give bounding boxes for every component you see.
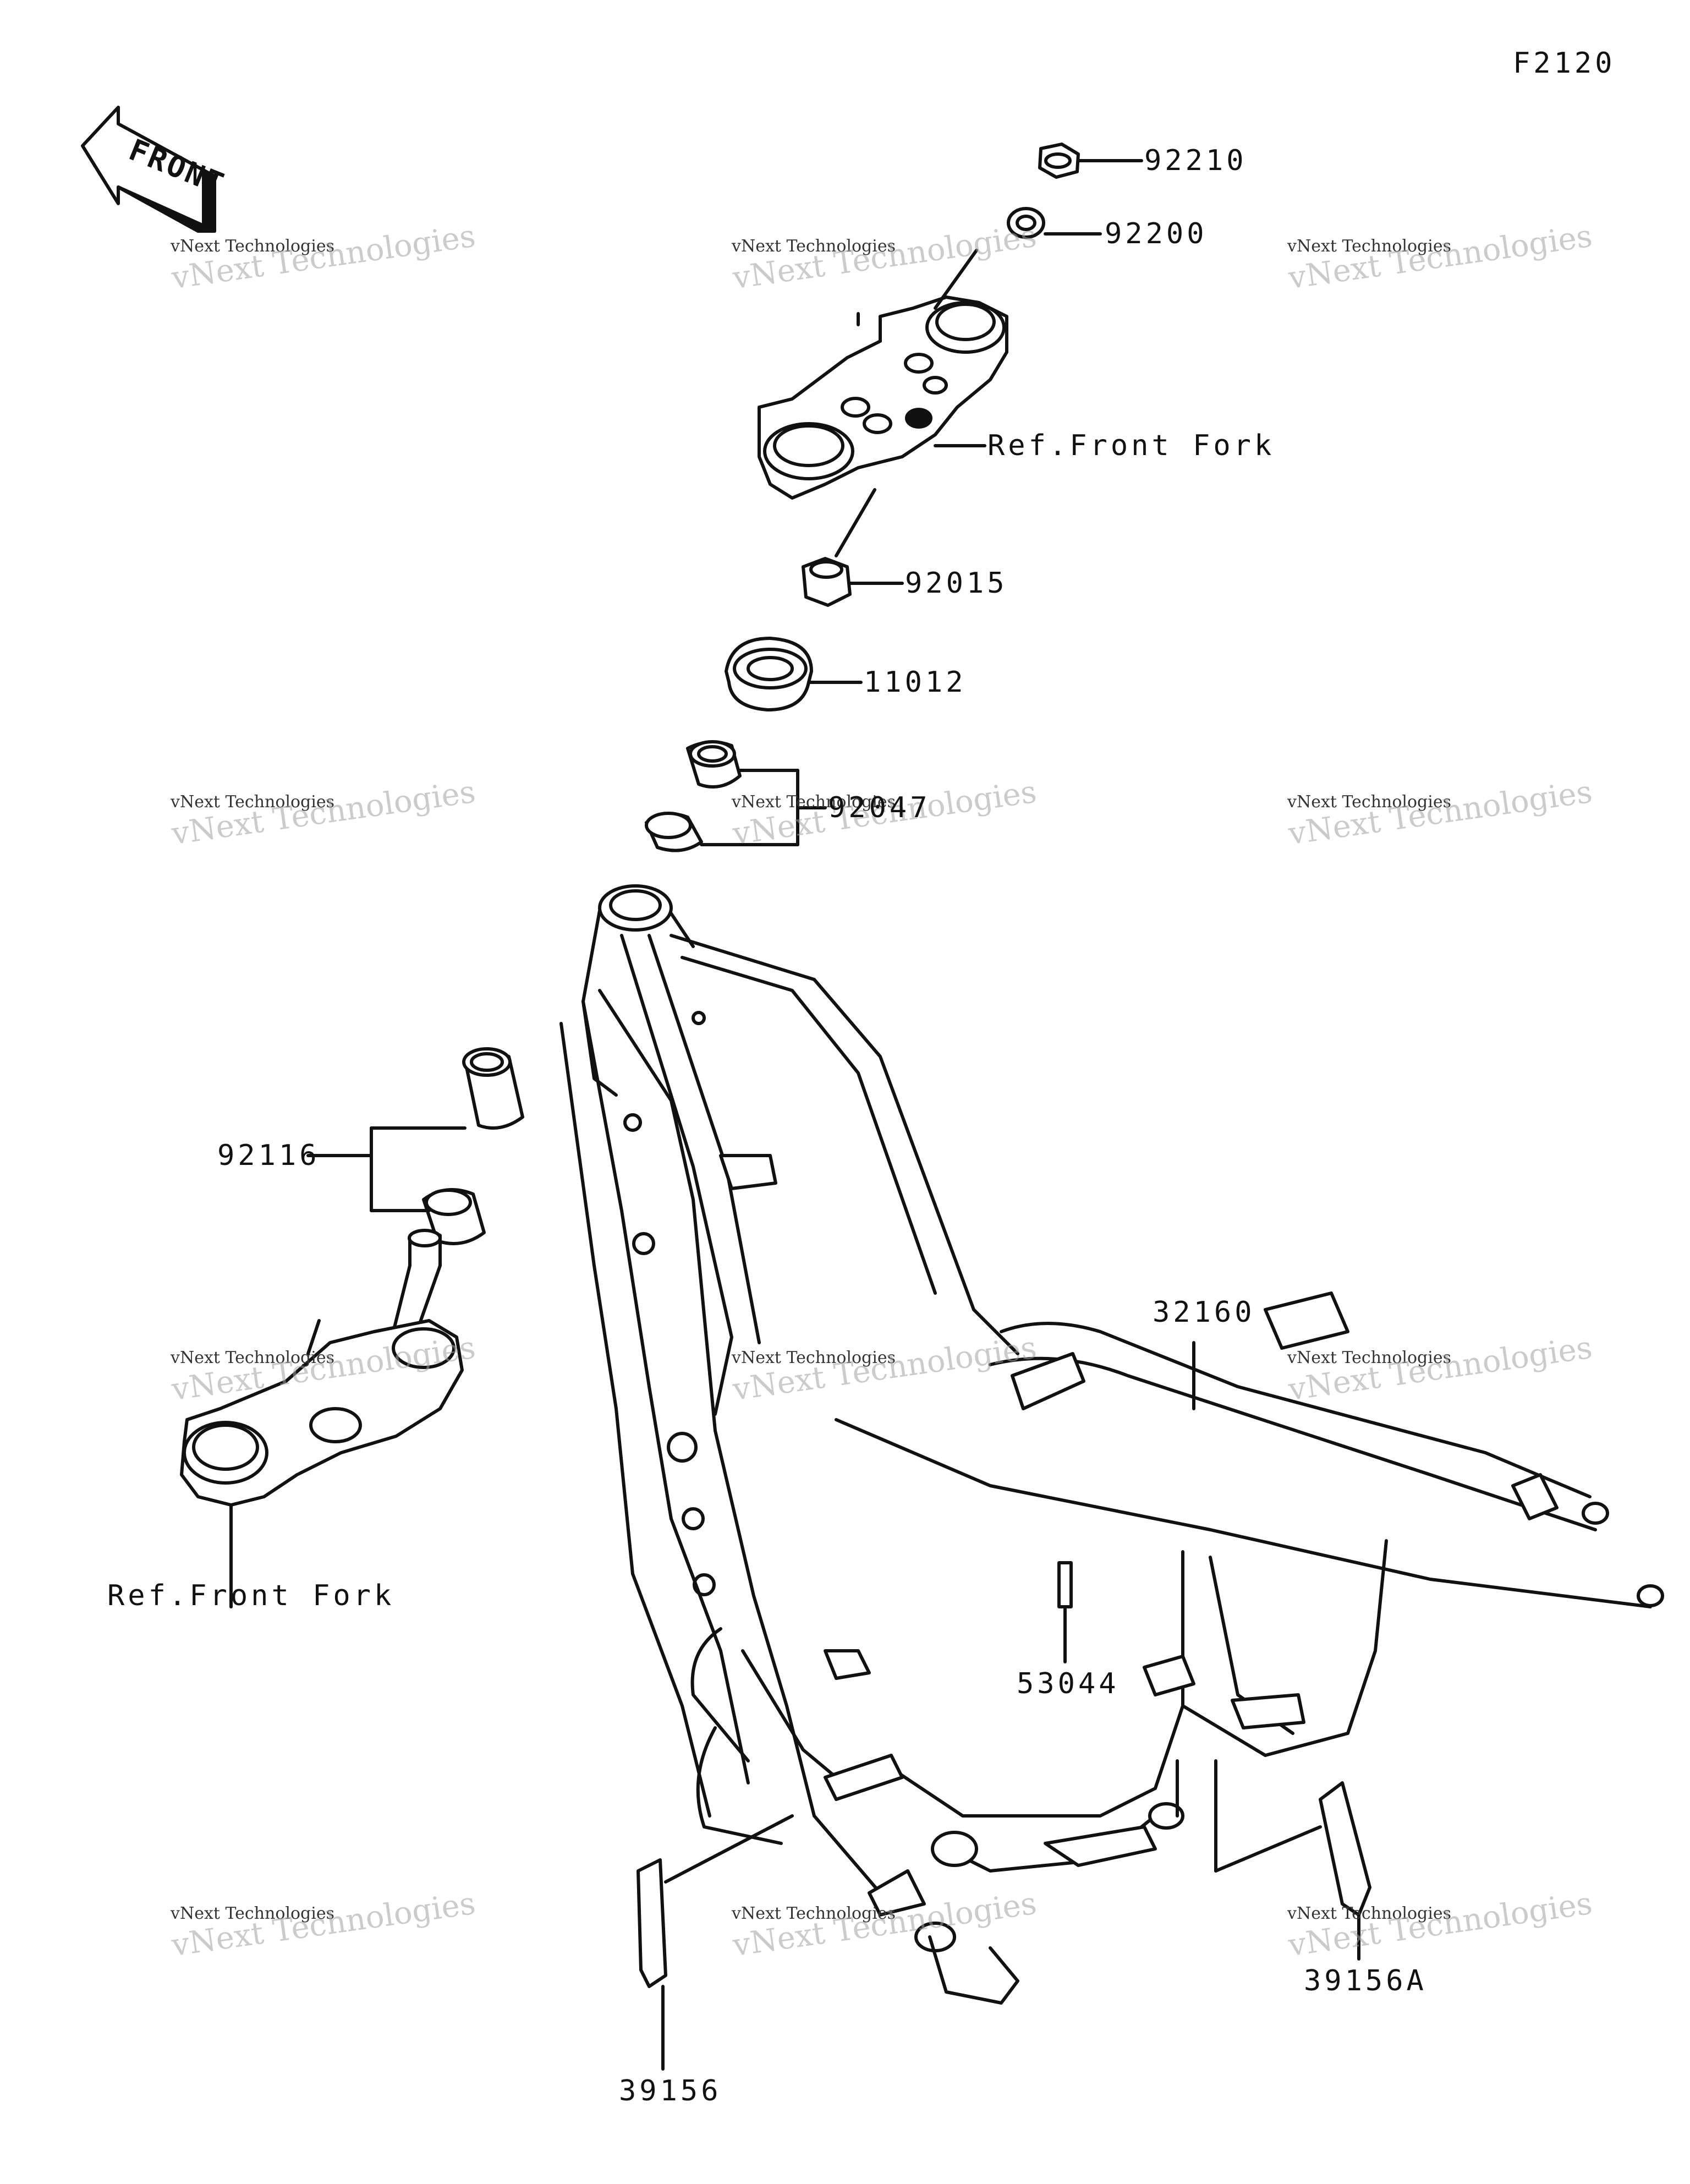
guard-39156 bbox=[637, 1814, 794, 2071]
upper-triple-clamp bbox=[758, 295, 1008, 500]
frame-32160 bbox=[559, 884, 1664, 2005]
callout-92015[interactable]: 92015 bbox=[905, 567, 1008, 600]
callout-92116[interactable]: 92116 bbox=[217, 1139, 320, 1172]
callout-ref-front-fork-top[interactable]: Ref.Front Fork bbox=[987, 429, 1275, 462]
nut-92015 bbox=[802, 557, 904, 607]
diagram-id: F2120 bbox=[1513, 47, 1616, 80]
guard-39156a bbox=[1176, 1759, 1371, 1961]
bearing-92047 bbox=[645, 740, 827, 852]
callout-39156[interactable]: 39156 bbox=[619, 2074, 722, 2108]
callout-92047[interactable]: 92047 bbox=[828, 791, 931, 824]
front-arrow-icon: FRONT bbox=[81, 106, 231, 233]
nut-92210 bbox=[1038, 143, 1143, 179]
callout-53044[interactable]: 53044 bbox=[1017, 1667, 1120, 1700]
seal-11012 bbox=[725, 637, 863, 711]
callout-ref-front-fork-bottom[interactable]: Ref.Front Fork bbox=[107, 1579, 395, 1612]
callout-92200[interactable]: 92200 bbox=[1105, 217, 1208, 250]
pad-53044 bbox=[1057, 1561, 1073, 1663]
washer-92200 bbox=[1007, 207, 1102, 239]
callout-39156a[interactable]: 39156A bbox=[1304, 1964, 1427, 1997]
bearing-92116 bbox=[306, 1047, 524, 1245]
callout-92210[interactable]: 92210 bbox=[1144, 144, 1247, 177]
leader-92015-up bbox=[835, 488, 876, 557]
leader-92200 bbox=[934, 249, 978, 310]
callout-11012[interactable]: 11012 bbox=[864, 666, 967, 699]
callout-32160[interactable]: 32160 bbox=[1153, 1296, 1255, 1329]
lower-triple-clamp bbox=[180, 1229, 464, 1608]
